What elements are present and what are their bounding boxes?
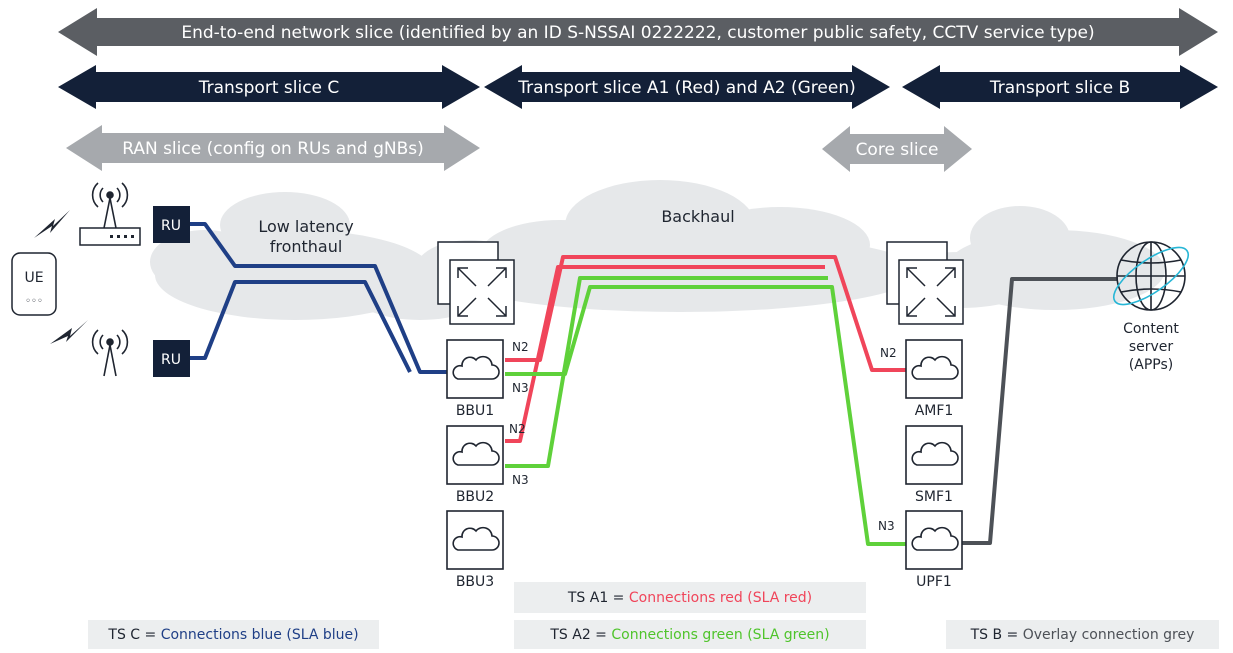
fronthaul-cloud-label-2: fronthaul: [270, 237, 343, 256]
transport-slice-a-arrow: [484, 65, 890, 109]
bbu3-label: BBU3: [456, 574, 494, 590]
transport-slice-b-label: Transport slice B: [989, 78, 1130, 98]
legend-ts-b: TS B = Overlay connection grey: [946, 620, 1219, 649]
transport-slice-a-label: Transport slice A1 (Red) and A2 (Green): [517, 78, 856, 98]
amf1-n2-label: N2: [880, 346, 897, 360]
amf1-node: AMF1: [905, 339, 963, 419]
cloud-node-icon: [452, 355, 500, 380]
legend-ts-c: TS C = Connections blue (SLA blue): [88, 620, 379, 649]
bbu3-node: BBU3: [446, 510, 504, 590]
content-server-label-1: Content: [1123, 321, 1179, 337]
switch-icon: [437, 241, 515, 325]
legend-ts-c-text: Connections blue (SLA blue): [160, 626, 359, 643]
e2e-slice-arrow: [58, 8, 1218, 56]
background-clouds: [150, 180, 1165, 320]
transport-slice-c-label: Transport slice C: [198, 78, 340, 98]
legend-ts-b-text: Overlay connection grey: [1022, 626, 1195, 643]
transport-slice-b-arrow: [902, 65, 1218, 109]
amf1-label: AMF1: [915, 403, 954, 419]
backhaul-cloud-label: Backhaul: [661, 207, 734, 226]
upf1-label: UPF1: [916, 574, 952, 590]
cloud-node-icon: [911, 526, 959, 551]
ue-label: UE: [24, 270, 43, 286]
legend-ts-a1: TS A1 = Connections red (SLA red): [514, 582, 866, 613]
smf1-label: SMF1: [915, 489, 953, 505]
legend-ts-a2-prefix: TS A2 =: [550, 626, 612, 643]
ru1-label: RU: [161, 218, 181, 234]
switch-icon: [886, 241, 964, 325]
lightning-icon: [34, 210, 88, 344]
transport-slice-c-arrow: [58, 65, 480, 109]
core-slice-label: Core slice: [856, 140, 939, 160]
legend-ts-b-prefix: TS B =: [970, 626, 1023, 643]
bbu2-n2-label: N2: [509, 422, 526, 436]
bbu2-label: BBU2: [456, 489, 494, 505]
smf1-node: SMF1: [905, 425, 963, 505]
ru-box: RU: [153, 206, 190, 243]
bbu1-n3-label: N3: [512, 381, 529, 395]
ue-dots: ◦◦◦: [25, 296, 43, 307]
fronthaul-cloud-label: Low latency: [258, 217, 353, 236]
bbu2-node: BBU2: [446, 425, 504, 505]
cloud-node-icon: [911, 441, 959, 466]
bbu1-n2-label: N2: [512, 340, 529, 354]
ran-slice-arrow: [66, 125, 480, 171]
cloud-node-icon: [452, 441, 500, 466]
antenna-icon: [91, 329, 129, 377]
bbu1-label: BBU1: [456, 403, 494, 419]
upf1-n3-label: N3: [878, 519, 895, 533]
ue-device: UE ◦◦◦: [11, 252, 57, 316]
bbu2-n3-label: N3: [512, 473, 529, 487]
cloud-node-icon: [452, 526, 500, 551]
ru-box: RU: [153, 340, 190, 377]
upf1-node: UPF1: [905, 510, 963, 590]
legend-ts-a1-prefix: TS A1 =: [567, 589, 629, 606]
cloud-node-icon: [911, 355, 959, 380]
router-icon: [79, 227, 141, 246]
legend-ts-a2: TS A2 = Connections green (SLA green): [514, 620, 866, 649]
antenna-icon: [91, 182, 129, 229]
globe-icon: [1113, 241, 1189, 311]
content-server-label-2: server: [1129, 339, 1174, 355]
green-connections: [505, 276, 907, 546]
e2e-slice-label: End-to-end network slice (identified by …: [181, 23, 1094, 43]
grey-overlay-connection: [962, 277, 1118, 545]
legend-ts-a2-text: Connections green (SLA green): [611, 626, 830, 643]
core-slice-arrow: [822, 126, 972, 172]
legend-ts-c-prefix: TS C =: [108, 626, 161, 643]
ran-slice-label: RAN slice (config on RUs and gNBs): [122, 139, 424, 159]
blue-connections: [190, 222, 448, 374]
red-connections: [505, 255, 907, 443]
legend-ts-a1-text: Connections red (SLA red): [628, 589, 813, 606]
ru2-label: RU: [161, 352, 181, 368]
content-server-label-3: (APPs): [1129, 357, 1173, 373]
bbu1-node: BBU1: [446, 339, 504, 419]
